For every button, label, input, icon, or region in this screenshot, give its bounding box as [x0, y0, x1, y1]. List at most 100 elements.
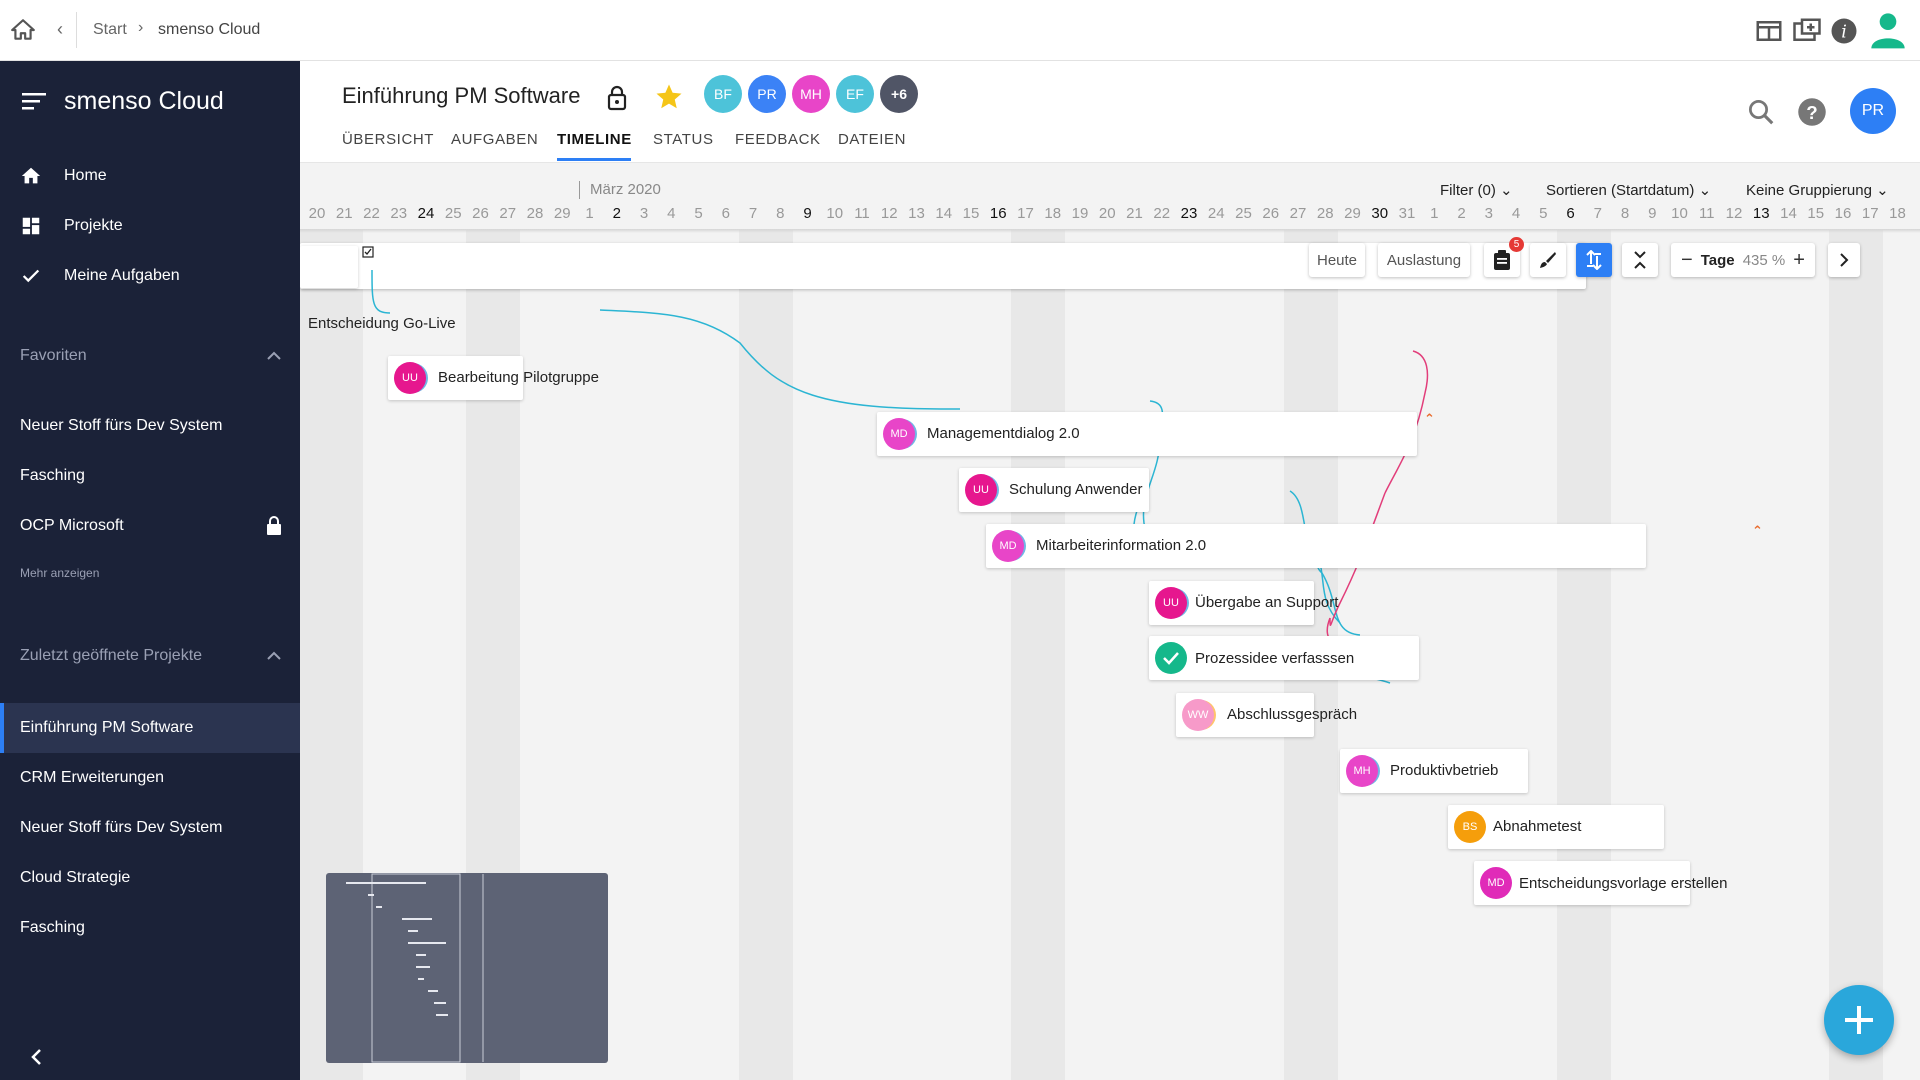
member-avatar[interactable]: MH	[792, 75, 830, 113]
user-icon[interactable]	[1868, 10, 1908, 50]
lock-icon	[267, 516, 281, 535]
home-icon	[21, 167, 41, 184]
recent-section-header[interactable]: Zuletzt geöffnete Projekte	[20, 647, 282, 665]
task-label[interactable]: Entscheidungsvorlage erstellen	[1519, 875, 1728, 892]
task-bar[interactable]	[986, 524, 1646, 568]
favorite-item[interactable]: Fasching	[20, 467, 85, 484]
tab-dateien[interactable]: DATEIEN	[838, 131, 907, 148]
task-assignee-avatar[interactable]: UU	[1155, 587, 1187, 619]
day-label: 28	[526, 205, 544, 222]
day-label: 23	[390, 205, 408, 222]
dependencies-toggle-button[interactable]	[1576, 243, 1612, 277]
task-label[interactable]: Übergabe an Support	[1195, 594, 1339, 611]
task-assignee-avatar[interactable]: UU	[394, 362, 426, 394]
info-icon[interactable]: i	[1829, 16, 1859, 46]
timeline-area: März 2020 Filter (0) ⌄ Sortieren (Startd…	[300, 163, 1920, 1080]
search-icon[interactable]	[1746, 97, 1776, 127]
paint-button[interactable]	[1530, 243, 1566, 277]
chevron-up-icon[interactable]	[266, 651, 282, 661]
recent-project-item[interactable]: Fasching	[20, 919, 85, 936]
user-avatar[interactable]: PR	[1850, 88, 1896, 134]
add-window-icon[interactable]	[1792, 16, 1822, 46]
back-icon[interactable]: ‹	[57, 19, 63, 39]
recent-project-item[interactable]: Einführung PM Software	[20, 719, 194, 736]
member-avatar[interactable]: PR	[748, 75, 786, 113]
day-label: 4	[667, 205, 676, 222]
task-label[interactable]: Managementdialog 2.0	[927, 425, 1080, 442]
today-button[interactable]: Heute	[1309, 243, 1365, 277]
zoom-in-button[interactable]: +	[1793, 248, 1805, 271]
task-label[interactable]: Mitarbeiterinformation 2.0	[1036, 537, 1207, 554]
member-avatar[interactable]: BF	[704, 75, 742, 113]
tab-uebersicht[interactable]: ÜBERSICHT	[342, 131, 435, 148]
help-icon[interactable]: ?	[1797, 97, 1827, 127]
task-label[interactable]: Bearbeitung Pilotgruppe	[438, 369, 599, 386]
favorite-item[interactable]: Neuer Stoff fürs Dev System	[20, 417, 223, 434]
task-label[interactable]: Prozessidee verfasssen	[1195, 650, 1355, 667]
zoom-out-button[interactable]: −	[1681, 248, 1693, 271]
task-assignee-avatar[interactable]: UU	[965, 474, 997, 506]
task-label[interactable]: Entscheidung Go-Live	[308, 315, 456, 332]
task-bar[interactable]	[300, 246, 358, 288]
scroll-right-button[interactable]	[1828, 243, 1860, 277]
more-members-avatar[interactable]: +6	[880, 75, 918, 113]
task-label[interactable]: Schulung Anwender	[1009, 481, 1143, 498]
task-label[interactable]: Abnahmetest	[1493, 818, 1582, 835]
chevron-down-icon: ⌄	[1698, 182, 1712, 199]
timeline-search-bar[interactable]	[300, 243, 1586, 289]
task-bar[interactable]	[1149, 636, 1419, 680]
recent-project-item[interactable]: CRM Erweiterungen	[20, 769, 165, 786]
day-label: 10	[1671, 205, 1688, 222]
chevron-left-icon[interactable]	[26, 1046, 48, 1068]
chevron-down-icon: ⌄	[1500, 182, 1513, 199]
recent-project-item[interactable]: Cloud Strategie	[20, 869, 131, 886]
favorite-item[interactable]: OCP Microsoft	[20, 517, 124, 534]
check-icon	[1163, 652, 1179, 665]
chevron-up-icon[interactable]	[266, 351, 282, 361]
task-bar[interactable]	[877, 412, 1417, 456]
menu-icon[interactable]	[22, 91, 46, 111]
task-assignee-avatar[interactable]: WW	[1182, 699, 1214, 731]
task-label[interactable]: Abschlussgespräch	[1227, 706, 1358, 723]
tab-timeline[interactable]: TIMELINE	[557, 131, 632, 148]
sidebar-item-home[interactable]: Home	[0, 151, 300, 201]
sort-dropdown[interactable]: Sortieren (Startdatum) ⌄	[1546, 181, 1711, 199]
weekend-stripe	[1011, 230, 1065, 1080]
task-label[interactable]: Produktivbetrieb	[1390, 762, 1499, 779]
member-avatar[interactable]: EF	[836, 75, 874, 113]
star-icon[interactable]	[654, 82, 684, 112]
task-assignee-avatar[interactable]: MH	[1346, 755, 1378, 787]
add-fab-button[interactable]	[1824, 985, 1894, 1055]
favorites-section-header[interactable]: Favoriten	[20, 347, 282, 365]
recent-project-item[interactable]: Neuer Stoff fürs Dev System	[20, 819, 223, 836]
zoom-unit-label[interactable]: Tage	[1700, 251, 1735, 269]
task-done-avatar[interactable]	[1155, 642, 1187, 674]
collapse-button[interactable]	[1622, 243, 1658, 277]
show-more-link[interactable]: Mehr anzeigen	[20, 566, 100, 580]
task-assignee-avatar[interactable]: MD	[992, 530, 1024, 562]
day-label: 6	[1566, 205, 1575, 222]
sidebar-item-meine-aufgaben[interactable]: Meine Aufgaben	[0, 251, 300, 301]
tab-status[interactable]: STATUS	[653, 131, 714, 148]
day-label: 22	[363, 205, 380, 222]
utilization-button[interactable]: Auslastung	[1378, 243, 1470, 277]
sidebar-item-projekte[interactable]: Projekte	[0, 201, 300, 251]
task-assignee-avatar[interactable]: BS	[1454, 811, 1486, 843]
zoom-control: − Tage 435 % +	[1671, 243, 1815, 277]
tab-feedback[interactable]: FEEDBACK	[735, 131, 821, 148]
lock-icon[interactable]	[606, 85, 628, 111]
clipboard-button[interactable]: 5	[1484, 237, 1524, 277]
task-assignee-avatar[interactable]: MD	[1480, 867, 1512, 899]
group-dropdown[interactable]: Keine Gruppierung ⌄	[1746, 181, 1889, 199]
filter-dropdown[interactable]: Filter (0) ⌄	[1440, 181, 1513, 199]
active-project-highlight	[0, 703, 300, 753]
task-assignee-avatar[interactable]: MD	[883, 418, 915, 450]
home-icon[interactable]	[10, 17, 36, 43]
breadcrumb-start[interactable]: Start	[93, 21, 127, 38]
timeline-minimap[interactable]	[326, 873, 608, 1063]
month-label: März 2020	[590, 181, 661, 198]
breadcrumb-current[interactable]: smenso Cloud	[158, 21, 261, 38]
day-label: 9	[1648, 205, 1657, 222]
layout-icon[interactable]	[1754, 16, 1784, 46]
tab-aufgaben[interactable]: AUFGABEN	[451, 131, 539, 148]
